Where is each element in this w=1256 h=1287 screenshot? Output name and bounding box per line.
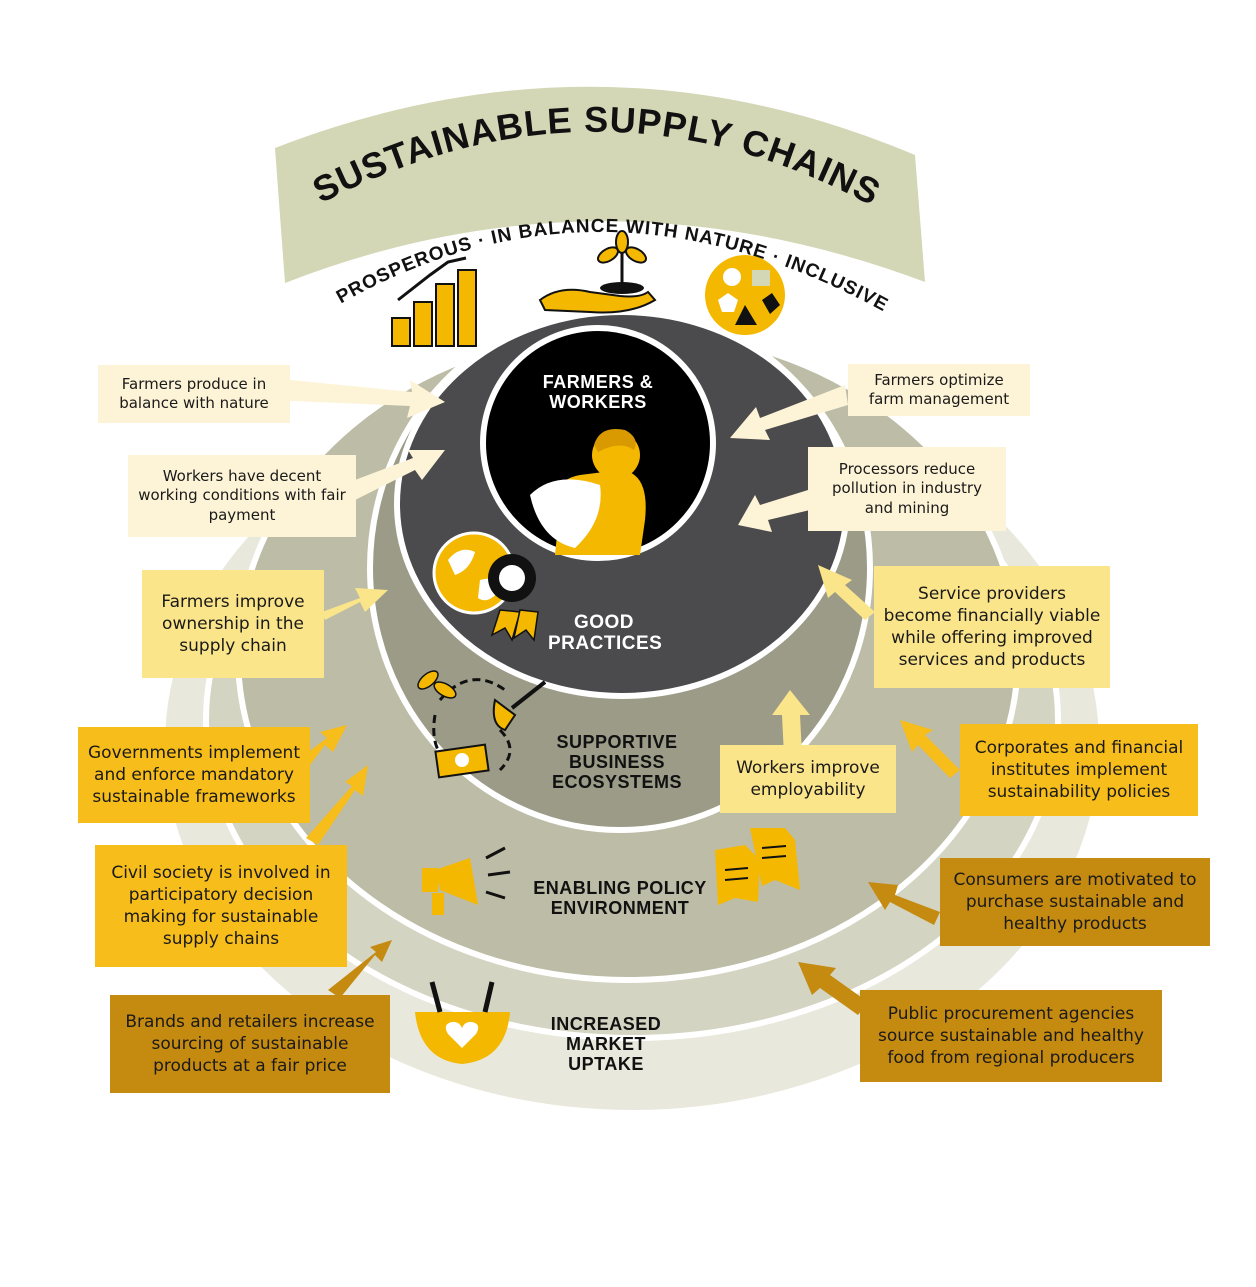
label-civil-society: Civil society is involved in participato…	[95, 845, 347, 967]
label-corporates: Corporates and financial institutes impl…	[960, 724, 1198, 816]
arrow-corporates	[900, 720, 960, 778]
arrow-governments	[304, 725, 347, 765]
label-workers-employ: Workers improve employability	[720, 745, 896, 813]
arrow-service-providers	[818, 565, 875, 620]
megaphone-icon	[422, 846, 511, 915]
label-workers-decent: Workers have decent working conditions w…	[128, 455, 356, 537]
arrow-farmers-optimize	[730, 385, 848, 440]
basket-heart-icon	[415, 981, 510, 1064]
diversity-shapes-icon	[705, 255, 785, 335]
arrows	[270, 378, 848, 532]
label-consumers: Consumers are motivated to purchase sust…	[940, 858, 1210, 946]
label-processors: Processors reduce pollution in industry …	[808, 447, 1006, 531]
label-farmers-optimize: Farmers optimize farm management	[848, 364, 1030, 416]
arrow-farmers-balance	[270, 378, 445, 418]
certified-globe-icon	[432, 531, 539, 642]
arrow-farmers-ownership	[322, 588, 388, 620]
label-brands: Brands and retailers increase sourcing o…	[110, 995, 390, 1093]
label-governments: Governments implement and enforce mandat…	[78, 727, 310, 823]
ring-title-supportive: SUPPORTIVE BUSINESS ECOSYSTEMS	[551, 732, 683, 793]
growth-chart-icon	[391, 256, 477, 347]
arrow-workers-employ	[772, 690, 810, 755]
arrow-brands	[328, 940, 392, 998]
ring-title-market: INCREASED MARKET UPTAKE	[550, 1014, 662, 1075]
arrow-public-procurement	[798, 962, 868, 1015]
documents-icon	[715, 828, 800, 905]
label-farmers-balance: Farmers produce in balance with nature	[98, 365, 290, 423]
label-public-procurement: Public procurement agencies source susta…	[860, 990, 1162, 1082]
arrow-civil-society	[306, 765, 368, 845]
ring-title-core: FARMERS & WORKERS	[542, 372, 654, 413]
ring-title-enabling: ENABLING POLICY ENVIRONMENT	[533, 878, 707, 919]
ring-title-good-practices: GOOD PRACTICES	[548, 612, 663, 655]
arrow-consumers	[868, 882, 940, 925]
hand-plant-icon	[538, 230, 657, 314]
business-cycle-icon	[417, 670, 547, 779]
label-farmers-ownership: Farmers improve ownership in the supply …	[142, 570, 324, 678]
label-service-providers: Service providers become financially via…	[874, 566, 1110, 688]
arrow-workers-decent	[355, 450, 445, 500]
title-banner: SUSTAINABLE SUPPLY CHAINS PROSPEROUS · I…	[275, 86, 925, 316]
farmer-figure-icon	[530, 429, 646, 555]
arrow-processors	[738, 490, 810, 532]
